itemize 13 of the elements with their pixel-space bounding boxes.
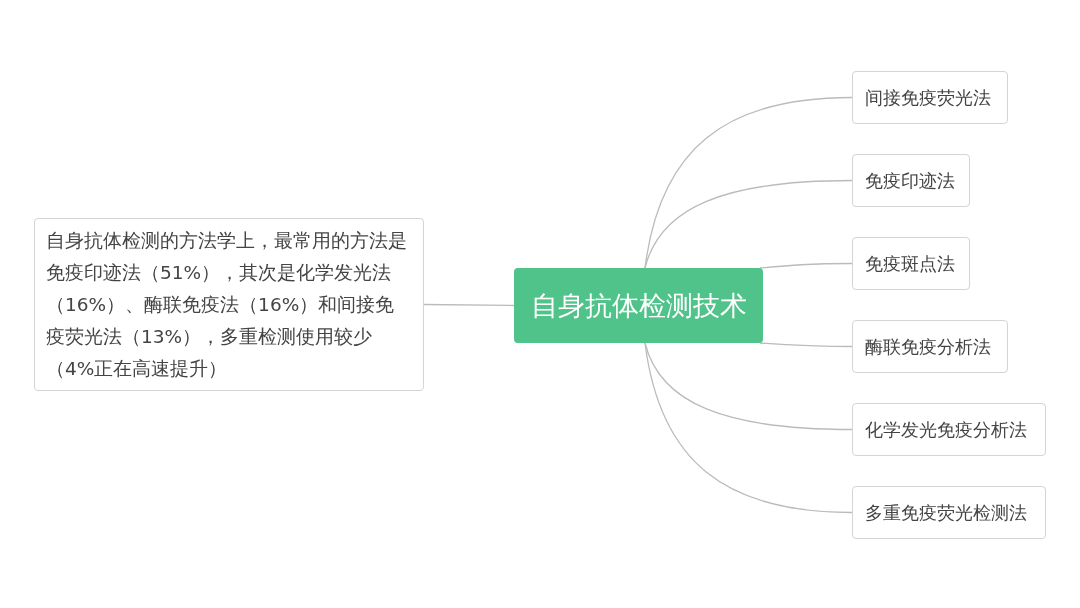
connector-line — [644, 179, 853, 269]
topic-box: 化学发光免疫分析法 — [852, 403, 1046, 456]
topic-box: 多重免疫荧光检测法 — [852, 486, 1046, 539]
topic-box: 酶联免疫分析法 — [852, 320, 1008, 373]
connector-line — [644, 342, 853, 514]
topic-box: 免疫斑点法 — [852, 237, 970, 290]
topic-box: 间接免疫荧光法 — [852, 71, 1008, 124]
central-topic-box: 自身抗体检测技术 — [514, 268, 763, 343]
connector-line — [759, 262, 853, 269]
note-box: 自身抗体检测的方法学上，最常用的方法是免疫印迹法（51%），其次是化学发光法（16%）、酶联免疫法（16%）和间接免疫荧光法（13%），多重检测使用较少（4%正在高速提升） — [34, 218, 424, 391]
connector-line — [423, 303, 515, 307]
connector-line — [759, 342, 853, 348]
topic-box: 免疫印迹法 — [852, 154, 970, 207]
